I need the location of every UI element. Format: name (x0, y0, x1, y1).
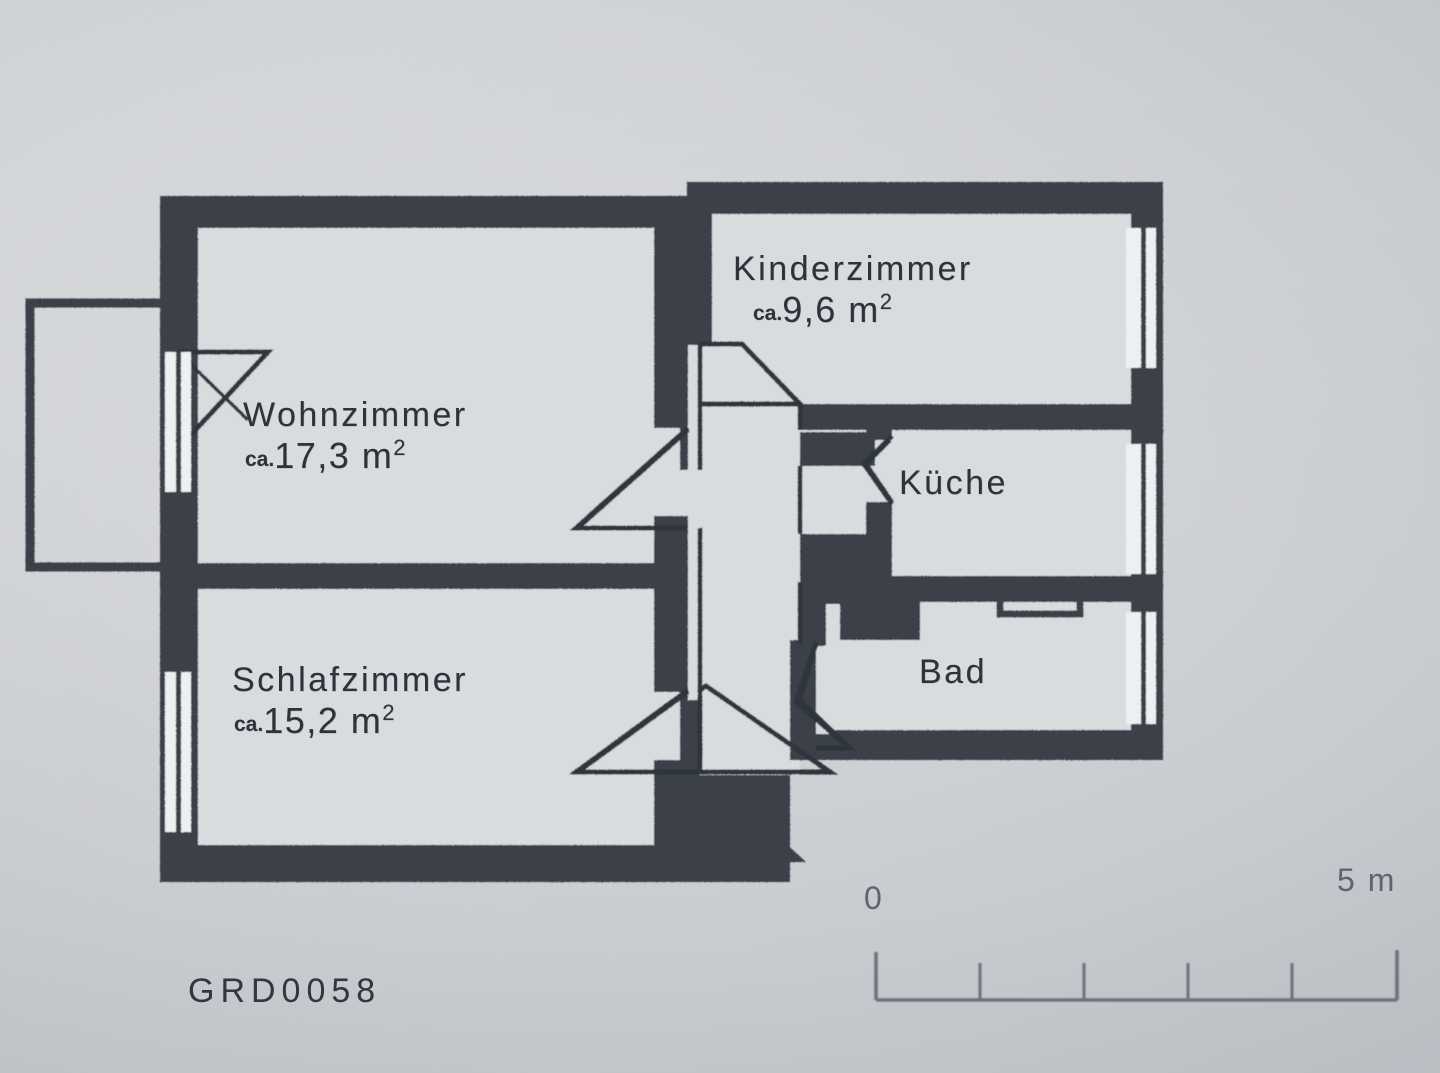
room-area-exponent: 2 (393, 434, 406, 460)
plan-code: GRD0058 (188, 972, 382, 1010)
window-wohnzimmer-balcony (165, 352, 191, 492)
door-hall-leaf (697, 682, 838, 775)
room-name-bad: Bad (919, 653, 987, 691)
room-label-kinderzimmer: Kinderzimmer ca.9,6 m2 (733, 252, 973, 328)
window-kueche-right (1126, 444, 1156, 574)
door-bad-hall (793, 643, 857, 751)
balcony-left (25, 298, 173, 572)
door-swings (176, 341, 895, 775)
room-interiors (198, 214, 1131, 845)
room-schlafzimmer (198, 589, 680, 845)
room-bad (800, 592, 1131, 730)
door-wohnzimmer-balcony (178, 349, 274, 442)
room-name-schlafzimmer: Schlafzimmer (232, 661, 468, 699)
scale-label-start: 0 (864, 880, 884, 916)
room-area-exponent: 2 (382, 699, 395, 725)
window-schlafzimmer-left (165, 672, 191, 832)
room-label-bad: Bad (919, 655, 987, 690)
room-area-value: 15,2 m (263, 699, 383, 741)
room-area-wohnzimmer: ca.17,3 m2 (245, 434, 468, 476)
partition-walls (160, 196, 1163, 882)
room-name-kueche: Küche (899, 464, 1008, 502)
room-name-wohnzimmer: Wohnzimmer (243, 396, 468, 434)
room-area-value: 9,6 m (782, 288, 880, 330)
room-area-prefix: ca. (234, 712, 264, 736)
room-kinderzimmer (700, 214, 1131, 404)
door-kueche-hall (860, 434, 895, 506)
room-area-kinderzimmer: ca.9,6 m2 (753, 288, 973, 330)
room-name-kinderzimmer: Kinderzimmer (733, 250, 973, 288)
room-area-schlafzimmer: ca.15,2 m2 (234, 699, 468, 741)
room-wohnzimmer (198, 228, 680, 563)
room-kueche (875, 428, 1131, 578)
window-bad-right (1126, 612, 1156, 724)
entrance-arrow (706, 808, 806, 862)
room-area-value: 17,3 m (274, 434, 394, 476)
windows (165, 228, 1156, 832)
scale-bar (874, 950, 1399, 1002)
door-schlafzimmer-hall (568, 687, 700, 775)
window-kinderzimmer-right (1126, 228, 1156, 368)
room-label-kueche: Küche (899, 466, 1008, 501)
room-label-wohnzimmer: Wohnzimmer ca.17,3 m2 (243, 398, 468, 474)
room-area-prefix: ca. (753, 301, 783, 325)
room-area-prefix: ca. (245, 447, 275, 471)
room-area-exponent: 2 (879, 288, 892, 314)
door-wohnzimmer-hall (569, 426, 690, 531)
scale-label-end: 5 m (1337, 862, 1397, 898)
room-label-schlafzimmer: Schlafzimmer ca.15,2 m2 (232, 663, 468, 739)
door-kinderzimmer-hall (700, 341, 806, 407)
